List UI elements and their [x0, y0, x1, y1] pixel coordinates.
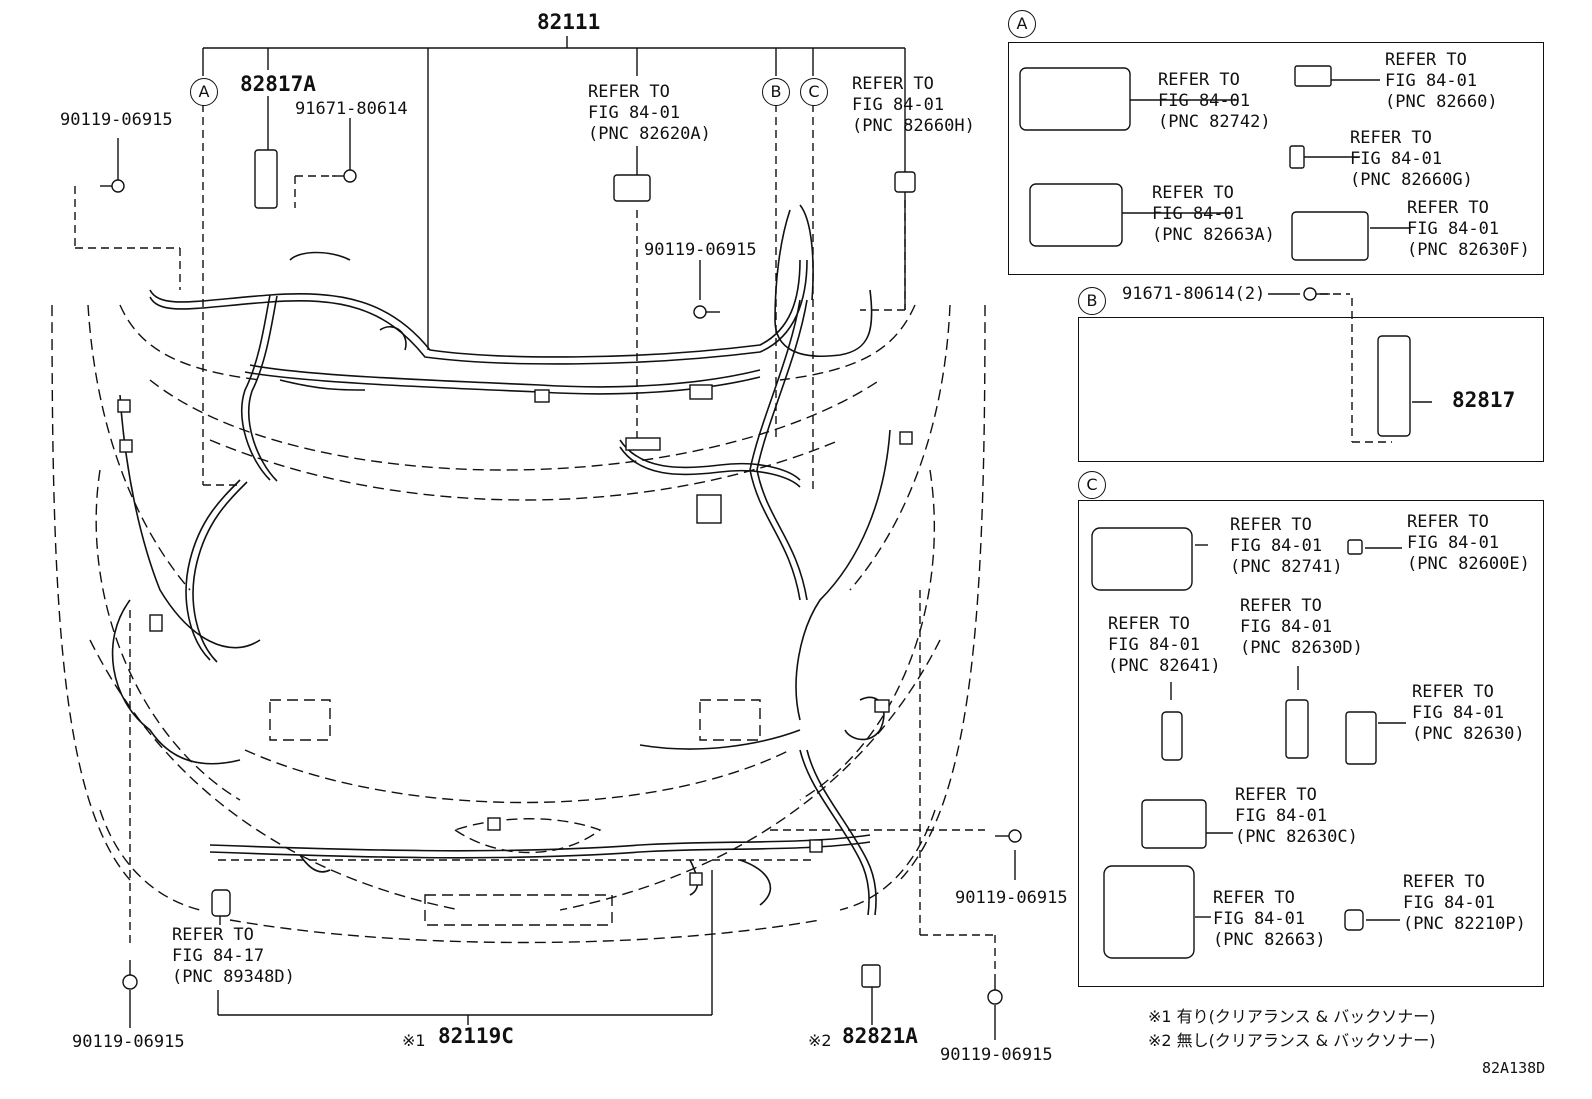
- ref-82630D: REFER TO FIG 84-01 (PNC 82630D): [1240, 596, 1363, 658]
- callout-c-main: C: [800, 78, 828, 106]
- box-82741: [1091, 527, 1193, 591]
- part-90119-06915-tl: 90119-06915: [60, 110, 173, 130]
- clamp-82817A: [254, 149, 278, 209]
- bracket-82663A: [1029, 183, 1123, 247]
- callout-a-main: A: [190, 78, 218, 106]
- part-82821A: 82821A: [842, 1024, 918, 1048]
- bolt-91671-top: [332, 169, 357, 183]
- vehicle-body-outline: [51, 304, 986, 944]
- bolt-90119-bl: [122, 960, 138, 990]
- ref-82630F: REFER TO FIG 84-01 (PNC 82630F): [1407, 198, 1530, 260]
- callout-a-detail: A: [1008, 10, 1036, 38]
- bolt-90119-r: [995, 829, 1022, 843]
- bracket-82630C: [1141, 799, 1207, 849]
- ref-82630: REFER TO FIG 84-01 (PNC 82630): [1412, 682, 1525, 744]
- ref-82660G: REFER TO FIG 84-01 (PNC 82660G): [1350, 128, 1473, 190]
- fuse-82641: [1161, 711, 1183, 761]
- bolt-91671-b: [1303, 287, 1330, 301]
- connector-center-3: [625, 437, 661, 451]
- connector-bottom-2: [689, 872, 703, 886]
- connector-right-1: [899, 431, 913, 445]
- connector-82660G: [1289, 145, 1305, 169]
- fuse-82210P: [1344, 909, 1364, 931]
- sensor-82821A: [861, 964, 881, 988]
- part-82817A: 82817A: [240, 72, 316, 96]
- bolt-90119-mid: [693, 305, 720, 319]
- connector-bottom-3: [809, 839, 823, 853]
- connector-left-3: [149, 614, 163, 632]
- bolt-90119-br: [987, 975, 1003, 1005]
- note-2: ※2 無し(クリアランス & バックソナー): [1148, 1031, 1436, 1050]
- ref-82630C: REFER TO FIG 84-01 (PNC 82630C): [1235, 785, 1358, 847]
- connector-82620A: [613, 174, 651, 202]
- ref-82660H: REFER TO FIG 84-01 (PNC 82660H): [852, 74, 975, 136]
- relay-82630: [1345, 711, 1377, 765]
- bracket-82663: [1103, 865, 1195, 959]
- connector-center-2: [689, 384, 713, 400]
- connector-bottom-1: [487, 817, 501, 831]
- part-90119-06915-br: 90119-06915: [940, 1045, 1053, 1065]
- block-82630F: [1291, 211, 1369, 261]
- connector-82600E: [1347, 539, 1363, 555]
- ref-82742: REFER TO FIG 84-01 (PNC 82742): [1158, 70, 1271, 132]
- ref-82663: REFER TO FIG 84-01 (PNC 82663): [1213, 888, 1326, 950]
- note-1: ※1 有り(クリアランス & バックソナー): [1148, 1007, 1436, 1026]
- part-90119-06915-bl: 90119-06915: [72, 1032, 185, 1052]
- parts-glyphs: [100, 65, 1411, 1005]
- callout-c-detail: C: [1078, 471, 1106, 499]
- wire-harness: [111, 204, 891, 916]
- note-mark-2: ※2: [808, 1031, 832, 1050]
- connector-left-1: [117, 399, 131, 413]
- connector-center-1: [534, 389, 550, 403]
- connector-right-2: [874, 699, 890, 713]
- relay-82630D: [1285, 699, 1309, 759]
- connector-center-4: [696, 494, 722, 524]
- part-82817: 82817: [1452, 388, 1516, 412]
- note-mark-1: ※1: [402, 1031, 426, 1050]
- callout-b-detail: B: [1078, 287, 1106, 315]
- ref-89348D: REFER TO FIG 84-17 (PNC 89348D): [172, 925, 295, 987]
- ref-82210P: REFER TO FIG 84-01 (PNC 82210P): [1403, 872, 1526, 934]
- part-91671-80614-top: 91671-80614: [295, 99, 408, 119]
- leader-lines: [117, 79, 1432, 1040]
- detail-box-a: [1008, 42, 1544, 275]
- callout-b-main: B: [762, 78, 790, 106]
- clamp-82817: [1377, 335, 1411, 437]
- ref-82620A: REFER TO FIG 84-01 (PNC 82620A): [588, 82, 711, 144]
- part-82119C: 82119C: [438, 1024, 514, 1048]
- part-90119-06915-right: 90119-06915: [955, 888, 1068, 908]
- part-82111: 82111: [537, 10, 601, 34]
- connector-82660H: [894, 171, 916, 193]
- ref-82660: REFER TO FIG 84-01 (PNC 82660): [1385, 50, 1498, 112]
- relay-box-82742: [1019, 67, 1131, 131]
- ref-82741: REFER TO FIG 84-01 (PNC 82741): [1230, 515, 1343, 577]
- figure-code: 82A138D: [1482, 1059, 1546, 1077]
- ref-82641: REFER TO FIG 84-01 (PNC 82641): [1108, 614, 1221, 676]
- ref-82663A: REFER TO FIG 84-01 (PNC 82663A): [1152, 183, 1275, 245]
- part-91671-80614-2: 91671-80614(2): [1122, 284, 1266, 304]
- bolt-90119-tl: [100, 179, 125, 193]
- ref-82600E: REFER TO FIG 84-01 (PNC 82600E): [1407, 512, 1530, 574]
- connector-82660: [1294, 65, 1332, 87]
- grommet-89348D: [211, 889, 231, 917]
- connector-left-2: [119, 439, 133, 453]
- detail-box-c: [1078, 500, 1544, 987]
- part-90119-06915-mid: 90119-06915: [644, 240, 757, 260]
- detail-box-b: [1078, 317, 1544, 462]
